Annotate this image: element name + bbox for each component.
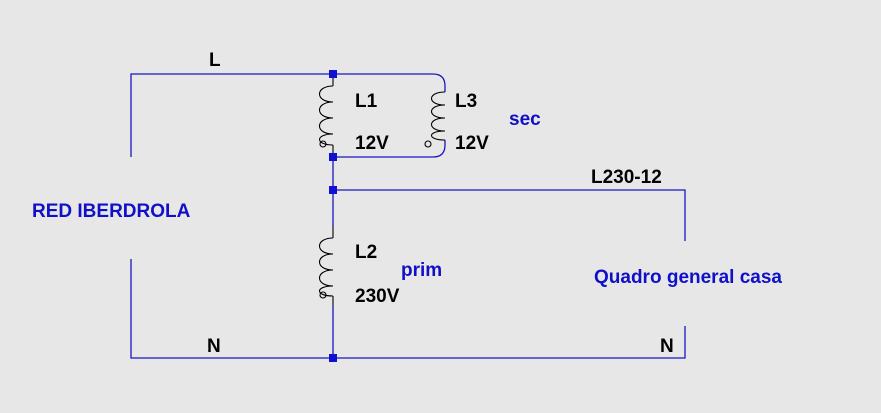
inductor-l3-value: 12V [455,133,489,154]
nodes [329,70,337,362]
net-label-neutral-left: N [207,336,221,357]
source-label: RED IBERDROLA [32,201,191,222]
inductor-l2-value: 230V [355,286,400,307]
annotation-primary: prim [401,260,442,281]
net-label-output-line: L230-12 [591,167,662,188]
wire-l3-bottom [333,140,446,158]
wire-line-left [130,73,333,157]
inductor-l3 [424,91,446,148]
wire-neutral-bottom [333,326,686,359]
node-output-junction [329,186,337,194]
inductor-l3-ref: L3 [455,91,477,112]
wire-l3-top [333,73,446,92]
inductor-l1 [318,74,334,157]
wire-neutral-left [130,259,333,359]
inductor-l2-ref: L2 [355,242,377,263]
wires [130,73,686,359]
inductor-l1-value: 12V [355,133,389,154]
inductor-l1-ref: L1 [355,91,378,112]
annotation-secondary: sec [509,109,541,130]
net-label-line: L [209,50,221,71]
inductor-l2 [318,226,334,306]
node-neutral-junction [329,354,337,362]
load-label: Quadro general casa [594,267,782,288]
net-label-neutral-right: N [660,336,674,357]
node-l1-bottom [329,153,337,161]
wire-output-line [333,189,686,241]
node-top [329,70,337,78]
